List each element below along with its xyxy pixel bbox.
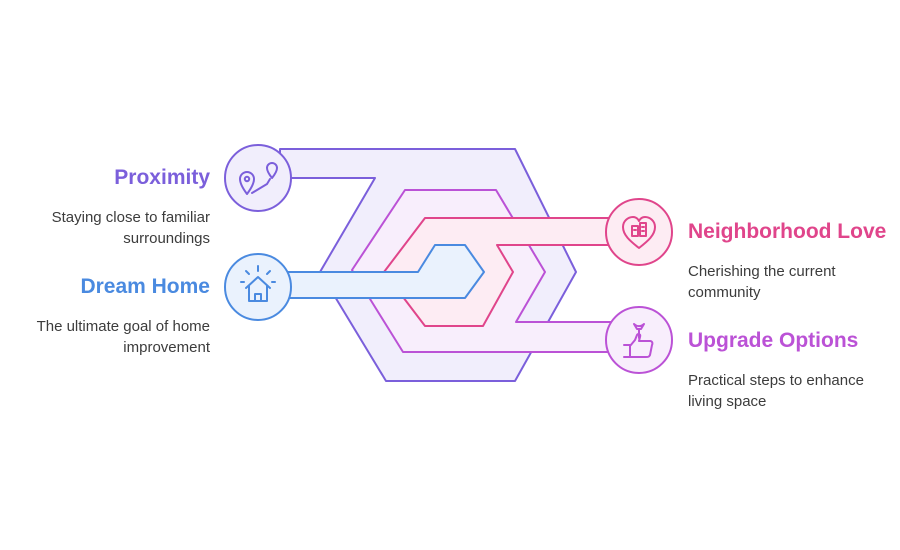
dream-home-node — [224, 253, 292, 321]
neighborhood-love-node — [605, 198, 673, 266]
dream-home-desc-line-1: The ultimate goal of home — [36, 318, 210, 335]
dream-home-desc-line-2: improvement — [123, 339, 210, 356]
dream-home-label: Dream Home The ultimate goal of home imp… — [0, 274, 210, 358]
dream-home-description: The ultimate goal of home improvement — [0, 316, 210, 358]
proximity-label: Proximity Staying close to familiar surr… — [0, 165, 210, 249]
map-pins-icon — [239, 162, 278, 195]
heart-building-icon — [622, 216, 656, 249]
proximity-title: Proximity — [114, 166, 210, 189]
proximity-desc-line-1: Staying close to familiar — [51, 209, 210, 226]
upgrade-options-node — [605, 306, 673, 374]
upgrade-options-desc-line-1: Practical steps to enhance — [688, 372, 864, 389]
wrench-thumbs-up-icon — [623, 323, 654, 358]
upgrade-options-desc-line-2: living space — [688, 393, 767, 410]
neighborhood-love-desc-line-2: community — [688, 284, 761, 301]
upgrade-options-label: Upgrade Options Practical steps to enhan… — [688, 328, 898, 412]
neighborhood-love-label: Neighborhood Love Cherishing the current… — [688, 219, 898, 303]
proximity-desc-line-2: surroundings — [123, 230, 210, 247]
upgrade-options-description: Practical steps to enhance living space — [688, 370, 898, 412]
dream-home-path — [279, 244, 485, 299]
neighborhood-love-desc-line-1: Cherishing the current — [688, 263, 836, 280]
proximity-description: Staying close to familiar surroundings — [0, 207, 210, 249]
neighborhood-love-description: Cherishing the current community — [688, 261, 898, 303]
proximity-node — [224, 144, 292, 212]
neighborhood-love-title: Neighborhood Love — [688, 220, 887, 243]
dream-home-title: Dream Home — [80, 275, 210, 298]
upgrade-options-title: Upgrade Options — [688, 329, 859, 352]
house-icon — [240, 265, 276, 302]
